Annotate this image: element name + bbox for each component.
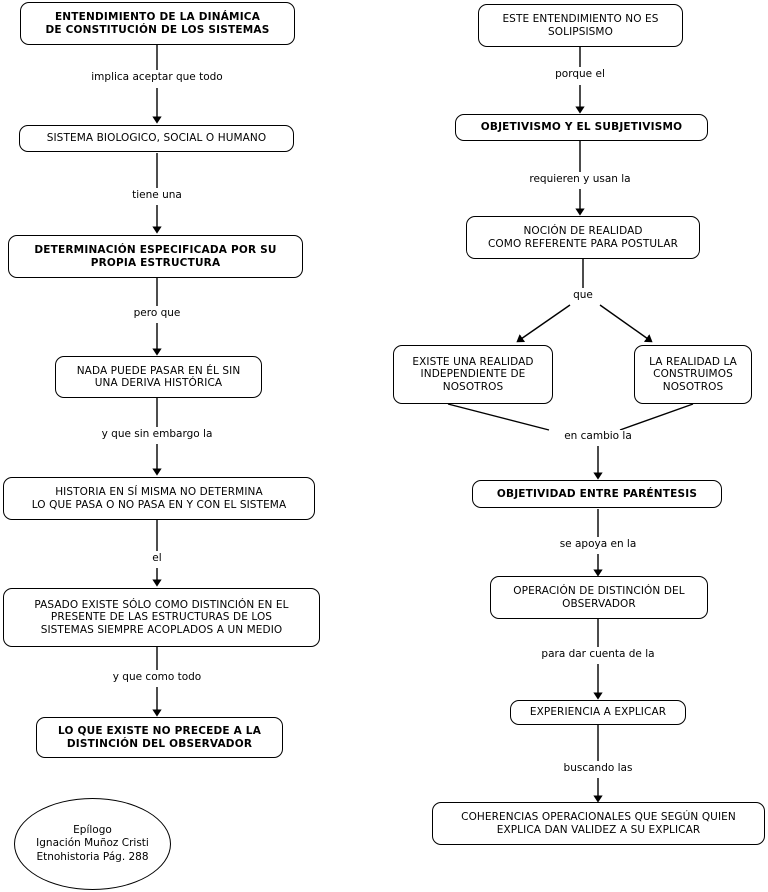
node-coherencias-operacionales[interactable]: COHERENCIAS OPERACIONALES QUE SEGÚN QUIE… (432, 802, 765, 845)
node-label: OBJETIVISMO Y EL SUBJETIVISMO (480, 121, 683, 134)
edge-label-pero-que: pero que (130, 307, 184, 319)
node-entendimiento-dinamica[interactable]: ENTENDIMIENTO DE LA DINÁMICA DE CONSTITU… (20, 2, 295, 45)
node-label: EXPERIENCIA A EXPLICAR (529, 706, 667, 719)
node-label: ESTE ENTENDIMIENTO NO ES SOLIPSISMO (502, 13, 659, 38)
credit-label: Epílogo Ignación Muñoz Cristi Etnohistor… (36, 823, 149, 863)
edge-label-el: el (149, 552, 165, 564)
node-label: NOCIÓN DE REALIDAD COMO REFERENTE PARA P… (488, 225, 678, 250)
edge-label-implica-aceptar-que-todo: implica aceptar que todo (88, 71, 226, 83)
node-nada-puede-pasar[interactable]: NADA PUEDE PASAR EN ÉL SIN UNA DERIVA HI… (55, 356, 262, 398)
node-label: OPERACIÓN DE DISTINCIÓN DEL OBSERVADOR (513, 585, 685, 610)
node-label: HISTORIA EN SÍ MISMA NO DETERMINA LO QUE… (31, 486, 287, 511)
node-label: LO QUE EXISTE NO PRECEDE A LA DISTINCIÓN… (57, 725, 262, 750)
edge-label-para-dar-cuenta-de-la: para dar cuenta de la (538, 648, 658, 660)
node-determinacion-especificada[interactable]: DETERMINACIÓN ESPECIFICADA POR SU PROPIA… (8, 235, 303, 278)
edge-label-y-que-como-todo: y que como todo (109, 671, 205, 683)
node-pasado-existe-solo[interactable]: PASADO EXISTE SÓLO COMO DISTINCIÓN EN EL… (3, 588, 320, 647)
edge-label-se-apoya-en-la: se apoya en la (556, 538, 640, 550)
node-label: DETERMINACIÓN ESPECIFICADA POR SU PROPIA… (34, 244, 277, 269)
node-label: OBJETIVIDAD ENTRE PARÉNTESIS (496, 487, 698, 500)
node-label: NADA PUEDE PASAR EN ÉL SIN UNA DERIVA HI… (76, 364, 241, 389)
node-la-realidad-la-construimos[interactable]: LA REALIDAD LA CONSTRUIMOS NOSOTROS (634, 345, 752, 404)
node-label: PASADO EXISTE SÓLO COMO DISTINCIÓN EN EL… (34, 598, 289, 636)
node-experiencia-a-explicar[interactable]: EXPERIENCIA A EXPLICAR (510, 700, 686, 725)
node-label: SISTEMA BIOLOGICO, SOCIAL O HUMANO (46, 132, 267, 145)
node-objetivismo-y-el-subjetivismo[interactable]: OBJETIVISMO Y EL SUBJETIVISMO (455, 114, 708, 141)
edge-label-porque-el: porque el (552, 68, 608, 80)
edge-label-en-cambio-la: en cambio la (561, 430, 635, 442)
node-este-entendimiento-no-es-solipsismo[interactable]: ESTE ENTENDIMIENTO NO ES SOLIPSISMO (478, 4, 683, 47)
node-objetividad-entre-parentesis[interactable]: OBJETIVIDAD ENTRE PARÉNTESIS (472, 480, 722, 508)
credit-ellipse[interactable]: Epílogo Ignación Muñoz Cristi Etnohistor… (14, 798, 171, 890)
node-nocion-de-realidad[interactable]: NOCIÓN DE REALIDAD COMO REFERENTE PARA P… (466, 216, 700, 259)
node-operacion-de-distincion-del-observador[interactable]: OPERACIÓN DE DISTINCIÓN DEL OBSERVADOR (490, 576, 708, 619)
edge-label-tiene-una: tiene una (129, 189, 185, 201)
edge-label-buscando-las: buscando las (560, 762, 636, 774)
node-label: EXISTE UNA REALIDAD INDEPENDIENTE DE NOS… (412, 355, 534, 393)
node-existe-una-realidad-independiente[interactable]: EXISTE UNA REALIDAD INDEPENDIENTE DE NOS… (393, 345, 553, 404)
node-historia-en-si-misma[interactable]: HISTORIA EN SÍ MISMA NO DETERMINA LO QUE… (3, 477, 315, 520)
node-sistema-biologico[interactable]: SISTEMA BIOLOGICO, SOCIAL O HUMANO (19, 125, 294, 152)
edge-label-que: que (570, 289, 596, 301)
node-lo-que-existe-no-precede[interactable]: LO QUE EXISTE NO PRECEDE A LA DISTINCIÓN… (36, 717, 283, 758)
edge-label-y-que-sin-embargo-la: y que sin embargo la (98, 428, 216, 440)
edge-label-requieren-y-usan-la: requieren y usan la (526, 173, 634, 185)
node-label: COHERENCIAS OPERACIONALES QUE SEGÚN QUIE… (461, 811, 736, 836)
node-label: ENTENDIMIENTO DE LA DINÁMICA DE CONSTITU… (45, 11, 270, 36)
node-label: LA REALIDAD LA CONSTRUIMOS NOSOTROS (649, 355, 737, 393)
